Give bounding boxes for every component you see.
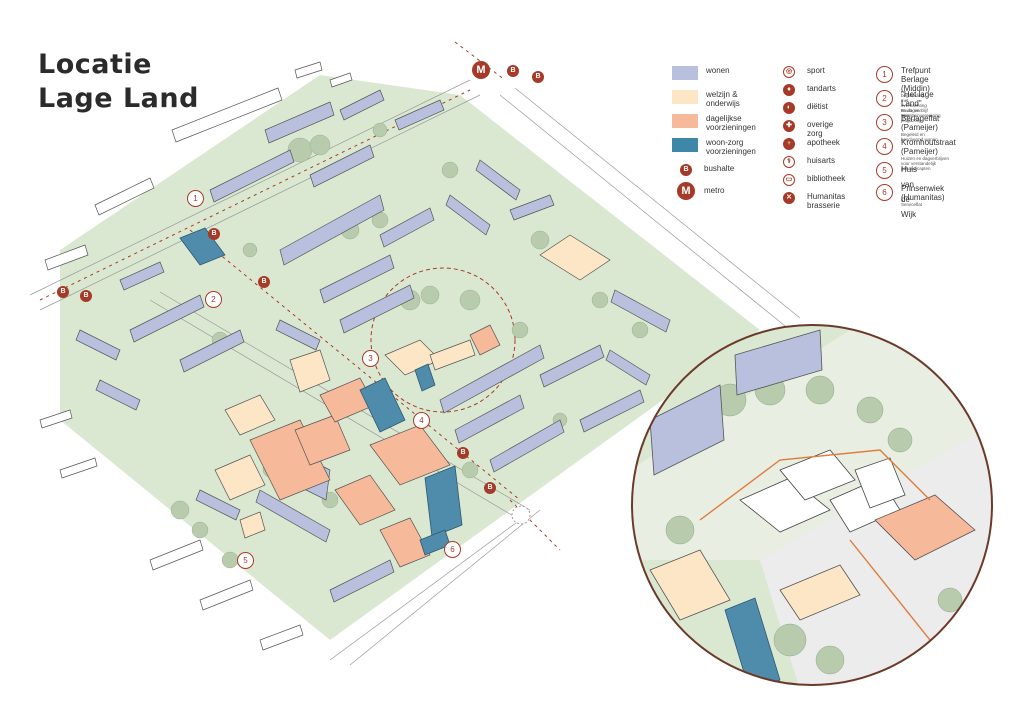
brasserie-icon: ✕ xyxy=(783,192,795,204)
site-marker-1[interactable]: 1 xyxy=(187,190,204,207)
zorg-icon: ✚ xyxy=(783,120,795,132)
focus-area-circle xyxy=(370,267,516,413)
legend-item-bushalte: B bushalte xyxy=(680,164,734,176)
legend-item-dietist: ◐ diëtist xyxy=(783,102,828,114)
legend-item-bibliotheek: ▭ bibliotheek xyxy=(783,174,845,186)
metro-marker[interactable]: M xyxy=(472,61,490,79)
metro-icon: M xyxy=(677,182,695,200)
legend-site-5: 5 Huis van de Wijk xyxy=(876,162,917,222)
apotheek-icon: ♆ xyxy=(783,138,795,150)
site-marker-6[interactable]: 6 xyxy=(444,541,461,558)
welfare-education-blocks xyxy=(214,234,611,539)
bus-marker[interactable]: B xyxy=(484,482,496,494)
page-title: Locatie Lage Land xyxy=(38,48,199,116)
site-marker-3[interactable]: 3 xyxy=(362,350,379,367)
transit-lines xyxy=(39,41,561,551)
swatch-dagelijks xyxy=(672,114,698,128)
zoom-detail xyxy=(632,325,992,685)
legend-item-dagelijks: dagelijkse voorzieningen xyxy=(672,114,756,132)
roundabout xyxy=(511,505,531,525)
zoom-circle-border xyxy=(631,324,993,686)
bibliotheek-icon: ▭ xyxy=(783,174,795,186)
site-marker-4[interactable]: 4 xyxy=(413,412,430,429)
swatch-woonzorg xyxy=(672,138,698,152)
legend-item-woonzorg: woon-zorg voorzieningen xyxy=(672,138,756,156)
bus-marker[interactable]: B xyxy=(57,286,69,298)
legend-site-3: 3 Berlageflat (Pameijer)Begeleid en besc… xyxy=(876,114,939,142)
legend-item-wonen: wonen xyxy=(672,66,730,80)
legend-site-4: 4 Kromhoutstraat (Pameijer)Huizen en dag… xyxy=(876,138,956,171)
bus-marker[interactable]: B xyxy=(457,447,469,459)
legend-item-welzijn: welzijn & onderwijs xyxy=(672,90,740,108)
bus-marker[interactable]: B xyxy=(532,71,544,83)
legend-item-apotheek: ♆ apotheek xyxy=(783,138,840,150)
swatch-welzijn xyxy=(672,90,698,104)
legend-item-metro: M metro xyxy=(677,182,724,200)
bus-marker[interactable]: B xyxy=(507,65,519,77)
legend-item-brasserie: ✕ Humanitas brasserie xyxy=(783,192,845,210)
surrounding-blocks xyxy=(39,61,353,651)
swatch-wonen xyxy=(672,66,698,80)
care-housing-blocks xyxy=(179,227,463,556)
huisarts-icon: ⚕ xyxy=(783,156,795,168)
bus-marker[interactable]: B xyxy=(258,276,270,288)
tandarts-icon: ♦ xyxy=(783,84,795,96)
bus-marker[interactable]: B xyxy=(208,228,220,240)
roads xyxy=(29,79,801,666)
title-line-1: Locatie xyxy=(38,49,152,80)
legend-site-2: 2 "Het lage Land"Buurt- en Speeltuinvere… xyxy=(876,90,941,118)
bus-icon: B xyxy=(680,164,692,176)
daily-facility-blocks xyxy=(249,324,501,568)
housing-blocks xyxy=(75,89,671,603)
site-marker-2[interactable]: 2 xyxy=(205,291,222,308)
legend-item-overige-zorg: ✚ overige zorg xyxy=(783,120,833,138)
dietist-icon: ◐ xyxy=(783,102,795,114)
bus-marker[interactable]: B xyxy=(80,290,92,302)
legend-site-6: 6 Prinsenwiek (Humanitas)Serviceflat xyxy=(876,184,945,207)
legend-site-1: 1 Trefpunt Berlage (Middin)begeleiding m… xyxy=(876,66,931,123)
legend-item-sport: ◎ sport xyxy=(783,66,825,78)
title-line-2: Lage Land xyxy=(38,83,199,114)
legend-item-tandarts: ♦ tandarts xyxy=(783,84,836,96)
sport-icon: ◎ xyxy=(783,66,795,78)
legend-item-huisarts: ⚕ huisarts xyxy=(783,156,835,168)
site-marker-5[interactable]: 5 xyxy=(237,552,254,569)
